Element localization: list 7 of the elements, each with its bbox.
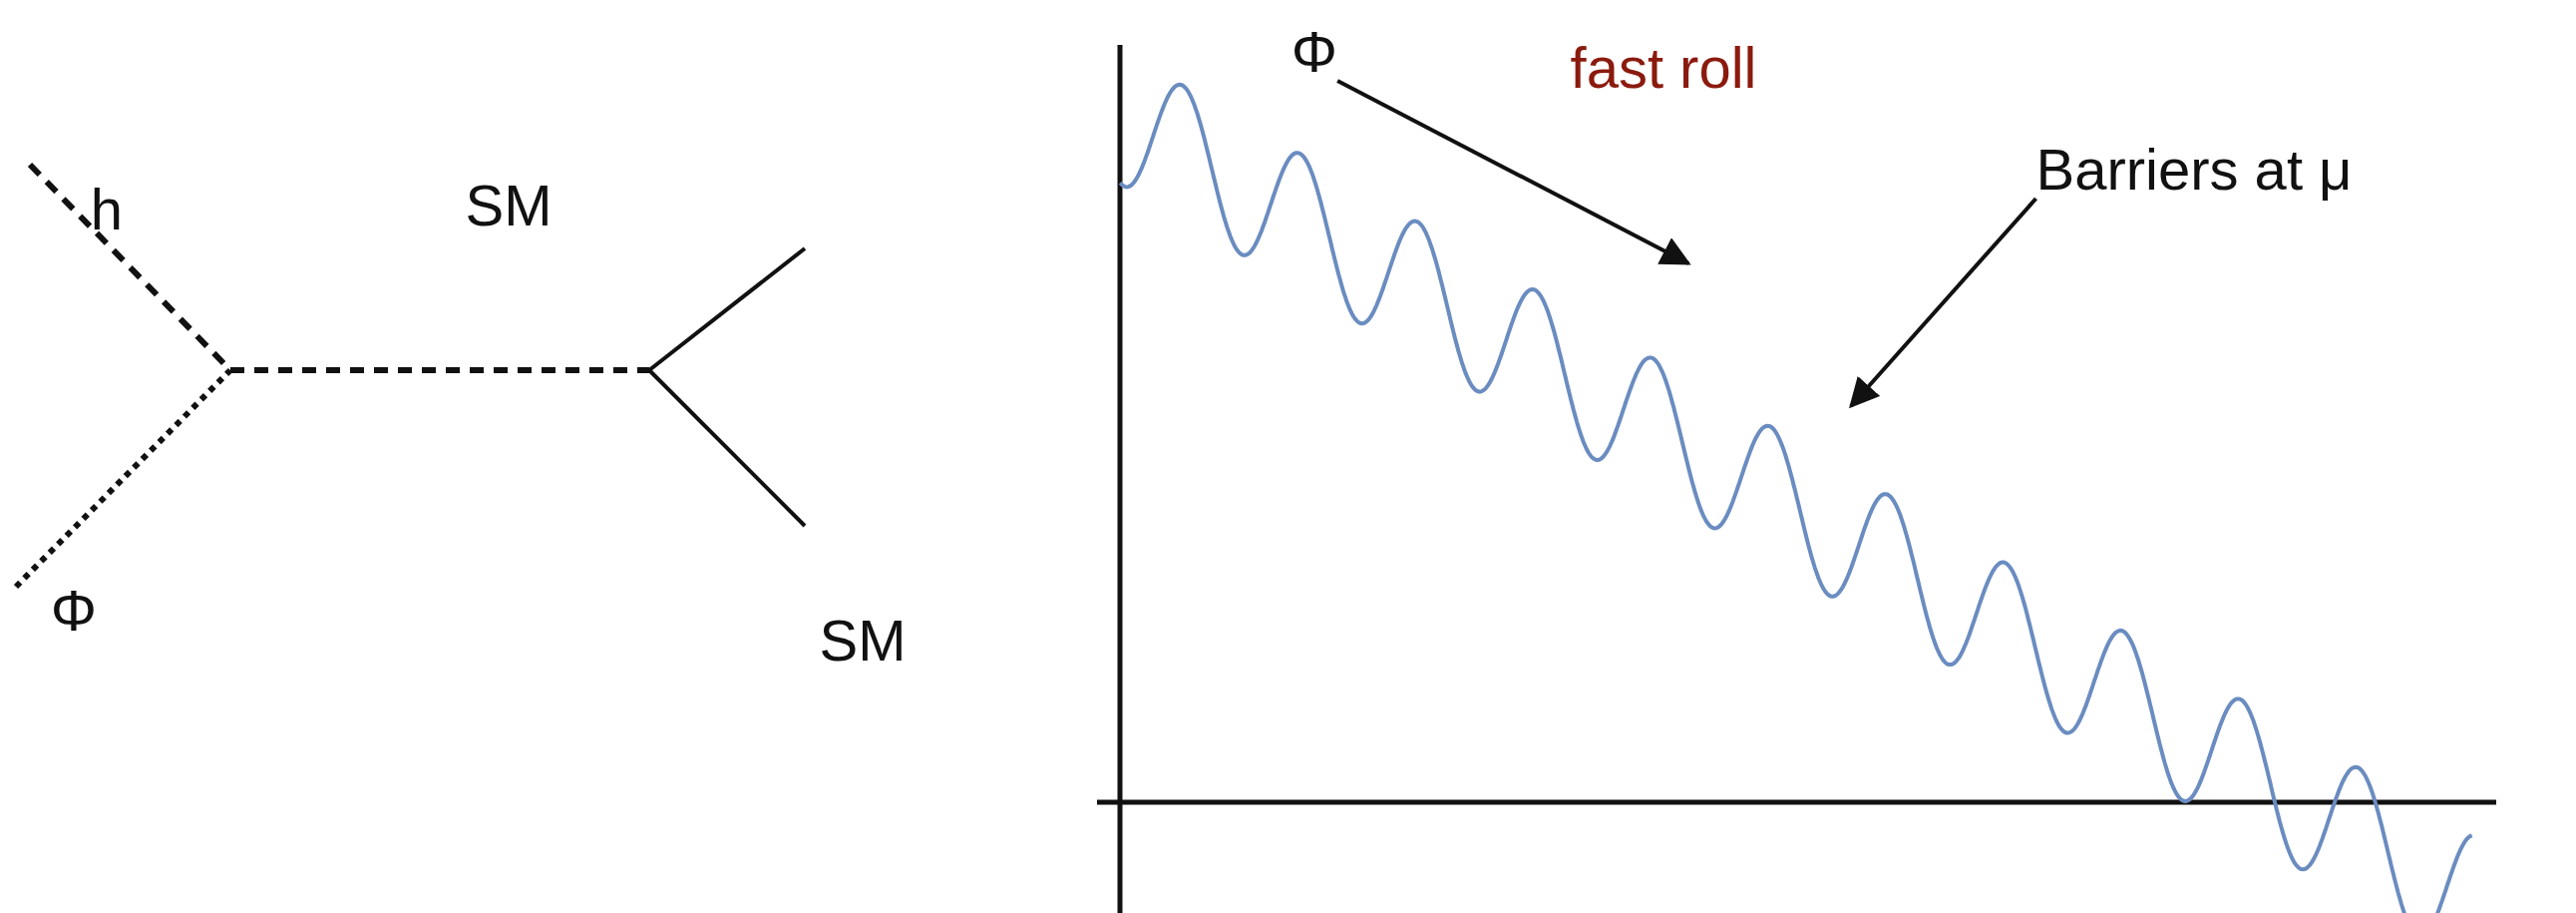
annotation-text: Φ — [1290, 23, 1338, 81]
text-label: SM — [819, 612, 907, 670]
text-label: h — [90, 181, 124, 238]
annotation-text: Barriers at μ — [2035, 141, 2353, 199]
text-label: fast roll — [1570, 39, 1757, 97]
text-label: Φ — [50, 582, 98, 640]
text-label: SM — [465, 177, 552, 234]
